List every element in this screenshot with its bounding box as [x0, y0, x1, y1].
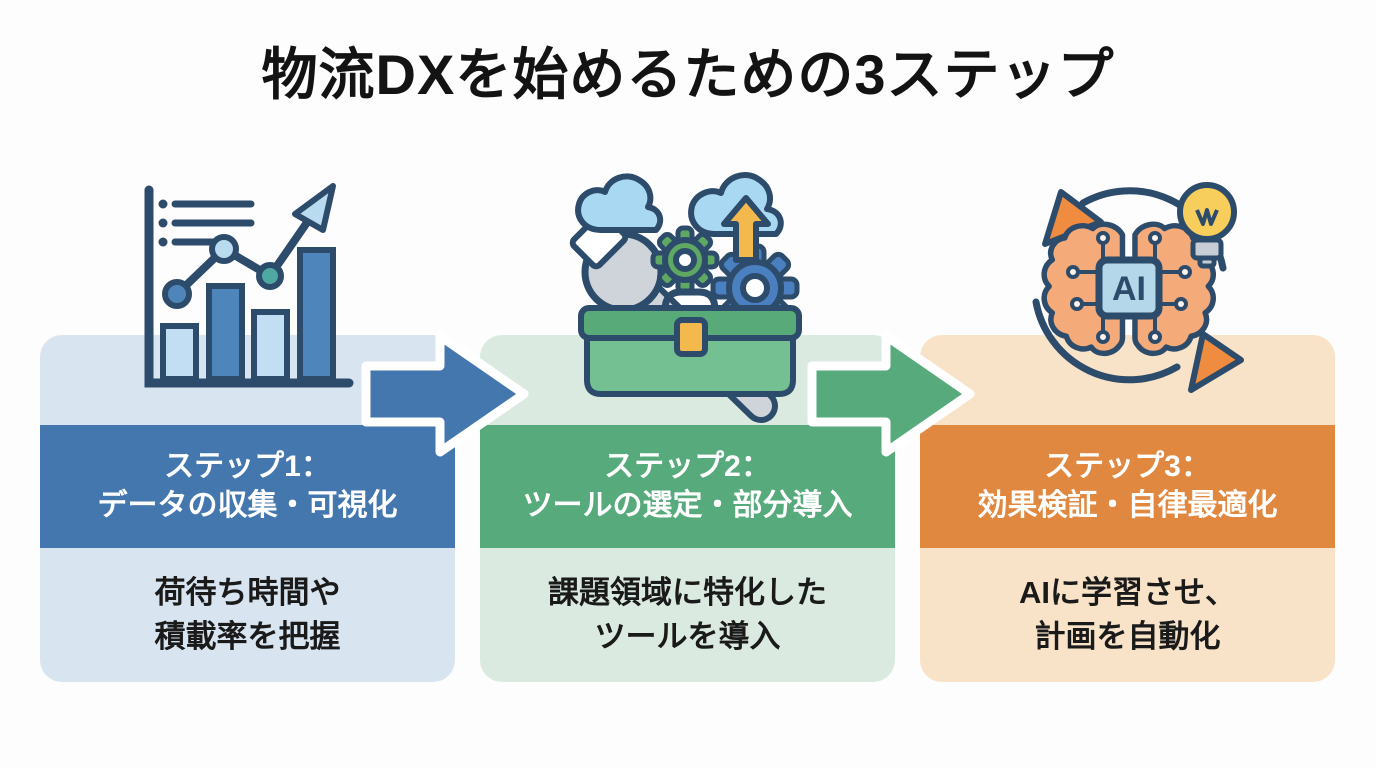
step-body-line: AIに学習させ、 — [1019, 574, 1236, 610]
step-body-line: 計画を自動化 — [1034, 619, 1221, 654]
page-title: 物流DXを始めるための3ステップ — [261, 43, 1115, 106]
step-1-header: ステップ1： データの収集・可視化 — [40, 425, 455, 548]
step-card-3: ステップ3： 効果検証・自律最適化 AIに学習させ、 計画を自動化 — [920, 335, 1335, 682]
step-3-description: AIに学習させ、 計画を自動化 — [920, 548, 1335, 682]
step-2-description: 課題領域に特化した ツールを導入 — [480, 548, 895, 682]
step-1-description: 荷待ち時間や 積載率を把握 — [40, 548, 455, 682]
step-header-line: ツールの選定・部分導入 — [522, 488, 853, 522]
step-body-line: 課題領域に特化した — [548, 574, 827, 610]
step-body-line: 荷待ち時間や — [154, 574, 341, 610]
step-arrow-1-to-2-icon — [361, 331, 529, 457]
step-header-line: ステップ2： — [604, 450, 771, 484]
step-header-line: 効果検証・自律最適化 — [977, 488, 1278, 522]
step-body-line: ツールを導入 — [594, 619, 781, 654]
step-2-header: ステップ2： ツールの選定・部分導入 — [480, 425, 895, 548]
step-header-line: ステップ1： — [164, 450, 331, 484]
toolbox-tools-cloud-icon — [565, 168, 815, 423]
bar-chart-growth-icon — [127, 170, 367, 400]
ai-brain-cycle-icon: AI — [1005, 160, 1255, 410]
step-header-line: ステップ3： — [1044, 450, 1211, 484]
ai-chip-label: AI — [1112, 270, 1146, 308]
step-3-header: ステップ3： 効果検証・自律最適化 — [920, 425, 1335, 548]
step-body-line: 積載率を把握 — [154, 619, 341, 654]
step-arrow-2-to-3-icon — [807, 331, 975, 457]
step-header-line: データの収集・可視化 — [97, 488, 398, 522]
